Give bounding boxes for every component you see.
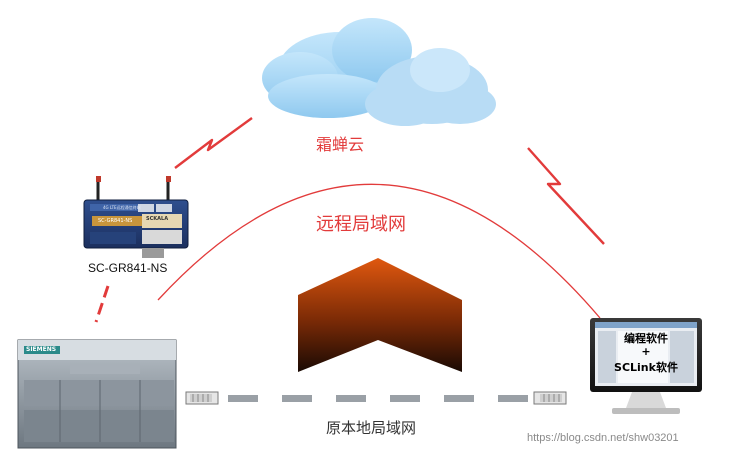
- plc-device-icon: [17, 339, 177, 449]
- wireless-link-left: [174, 117, 253, 169]
- router-plate-text: SC-GR841-NS: [98, 218, 133, 224]
- cloud-icon: [262, 18, 496, 126]
- pc-software-line2: +: [641, 345, 651, 358]
- plc-brand-text: SIEMENS: [26, 346, 57, 353]
- pc-software-line1: 编程软件: [624, 332, 668, 345]
- router-brand-text: SCKALA: [146, 216, 169, 222]
- cloud-label: 霜蝉云: [316, 135, 365, 154]
- router-device-icon: [83, 176, 189, 258]
- router-badge-text: 4G LTE远程通信终端: [103, 205, 141, 210]
- rj45-left-icon: [185, 391, 219, 405]
- wireless-link-right: [527, 147, 605, 245]
- pc-software-line3: SCLink软件: [614, 361, 678, 374]
- computer-icon: [590, 318, 702, 414]
- watermark: https://blog.csdn.net/shw03201: [527, 432, 679, 444]
- router-plc-link: [94, 285, 110, 323]
- local-network-label: 原本地局域网: [326, 419, 417, 437]
- local-cable: [228, 395, 528, 402]
- remote-network-arc: [157, 183, 601, 319]
- router-model-label: SC-GR841-NS: [88, 261, 168, 275]
- rj45-right-icon: [533, 391, 567, 405]
- remote-network-label: 远程局域网: [316, 214, 406, 235]
- upgrade-arrow: [298, 258, 462, 372]
